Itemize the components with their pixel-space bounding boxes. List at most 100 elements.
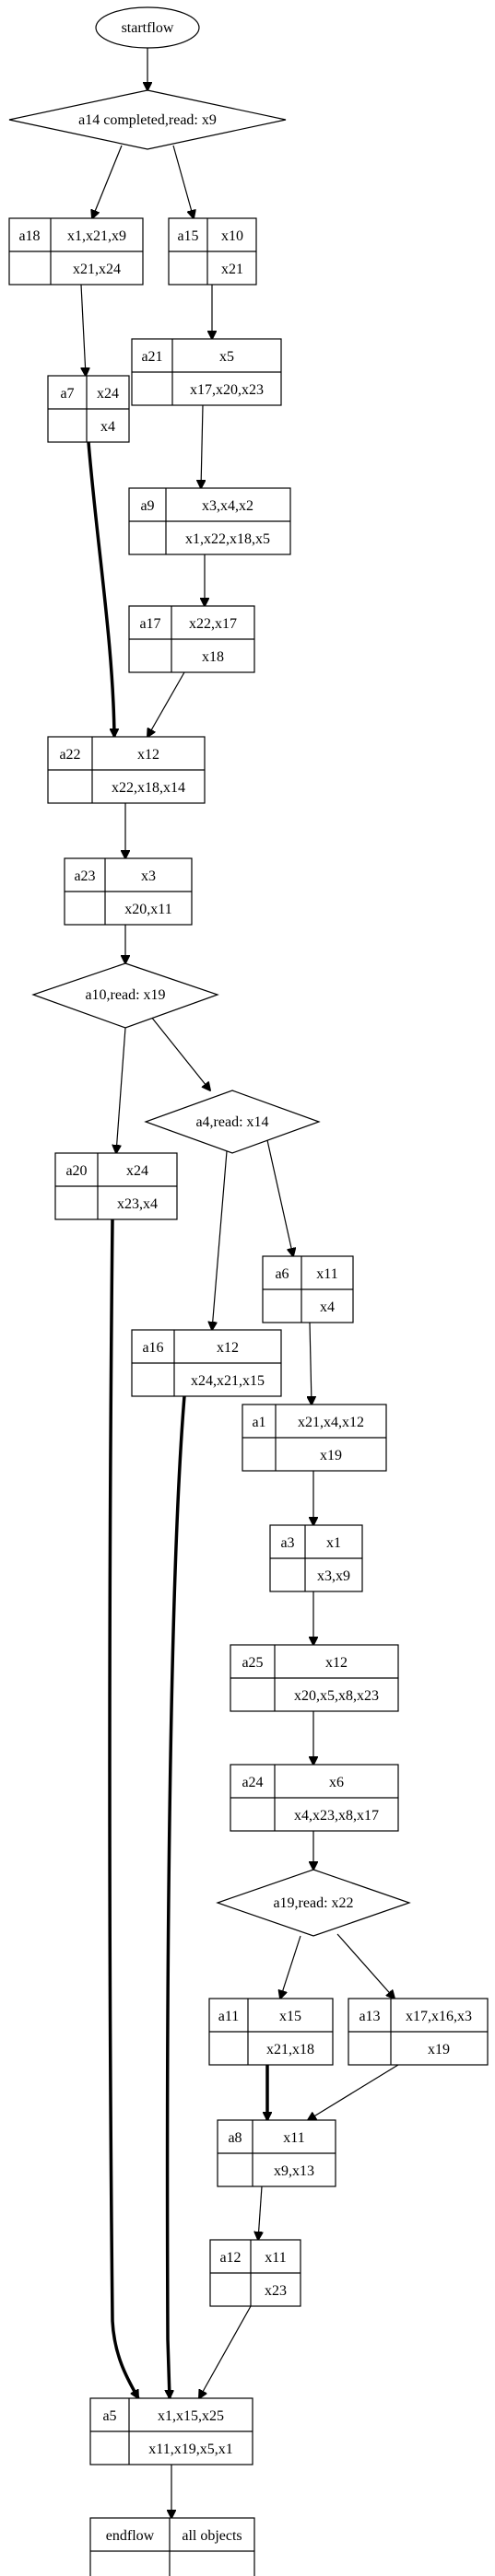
edge-a12-a5	[199, 2305, 252, 2398]
node-a17-name: a17	[139, 616, 160, 632]
decision-a14-label: a14 completed,read: x9	[78, 112, 217, 128]
edge-d4-a6	[266, 1139, 293, 1256]
node-a16: a16 x12 x24,x21,x15	[131, 1329, 282, 1397]
node-a11: a11 x15 x21,x18	[208, 1998, 334, 2066]
node-a5: a5 x1,x15,x25 x11,x19,x5,x1	[89, 2397, 253, 2465]
decision-a19-label: a19,read: x22	[273, 1895, 353, 1911]
node-a12-bottom: x23	[265, 2283, 287, 2299]
node-a13-top: x17,x16,x3	[406, 2009, 472, 2024]
node-a25-top: x12	[325, 1655, 348, 1671]
node-a22-top: x12	[137, 747, 159, 763]
node-a6-name: a6	[275, 1266, 289, 1282]
decision-a4-label: a4,read: x14	[195, 1114, 268, 1130]
decision-a10-label: a10,read: x19	[85, 987, 165, 1003]
node-a8-bottom: x9,x13	[274, 2163, 314, 2179]
edge-d10-a20	[116, 1027, 126, 1153]
edge-a7-a22	[87, 441, 114, 737]
node-a17-bottom: x18	[202, 649, 224, 665]
edge-a13-a8	[308, 2064, 399, 2120]
node-a1-top: x21,x4,x12	[298, 1415, 364, 1430]
node-a12-name: a12	[219, 2250, 241, 2266]
node-a3-name: a3	[280, 1535, 294, 1551]
node-a24-bottom: x4,x23,x8,x17	[294, 1808, 379, 1824]
node-a25-name: a25	[242, 1655, 263, 1671]
edge-d14-a15	[172, 145, 194, 218]
edge-d10-d4	[150, 1016, 210, 1090]
node-a9-top: x3,x4,x2	[202, 498, 253, 514]
edge-a18-a7	[80, 284, 86, 376]
node-a9-name: a9	[140, 498, 154, 514]
node-a5-bottom: x11,x19,x5,x1	[148, 2442, 232, 2457]
node-a24: a24 x6 x4,x23,x8,x17	[230, 1764, 399, 1832]
node-a1-bottom: x19	[320, 1448, 342, 1463]
node-a12-top: x11	[265, 2250, 286, 2266]
node-a15-top: x10	[221, 228, 243, 244]
edge-d19-a13	[336, 1933, 395, 1999]
node-a22-bottom: x22,x18,x14	[112, 780, 185, 796]
node-a1: a1 x21,x4,x12 x19	[242, 1404, 387, 1472]
decision-a10: a10,read: x19	[31, 962, 219, 1029]
node-a6: a6 x11 x4	[262, 1255, 354, 1323]
node-a3: a3 x1 x3,x9	[269, 1524, 363, 1592]
node-a21-bottom: x17,x20,x23	[190, 382, 264, 398]
node-a21-top: x5	[219, 349, 234, 365]
node-a25-bottom: x20,x5,x8,x23	[294, 1688, 379, 1704]
node-a11-top: x15	[279, 2009, 301, 2024]
node-a6-top: x11	[316, 1266, 337, 1282]
node-a23: a23 x3 x20,x11	[64, 857, 193, 926]
node-a23-name: a23	[74, 868, 95, 884]
node-a3-top: x1	[326, 1535, 341, 1551]
node-a9-bottom: x1,x22,x18,x5	[185, 531, 270, 547]
edge-d19-a11	[280, 1935, 301, 1999]
decision-a19: a19,read: x22	[216, 1869, 411, 1937]
edge-a6-a1	[310, 1322, 312, 1405]
edge-d4-a16	[212, 1150, 228, 1330]
edges	[80, 48, 399, 2518]
node-a7-name: a7	[60, 386, 74, 402]
node-a11-name: a11	[218, 2009, 240, 2024]
node-a22: a22 x12 x22,x18,x14	[47, 736, 206, 804]
node-a8: a8 x11 x9,x13	[217, 2119, 336, 2187]
edge-a16-a5	[168, 1395, 186, 2398]
edge-a8-a12	[258, 2186, 262, 2240]
node-a20-top: x24	[126, 1163, 148, 1179]
node-a5-name: a5	[102, 2408, 116, 2424]
node-a13-name: a13	[359, 2009, 380, 2024]
node-a17: a17 x22,x17 x18	[128, 605, 255, 673]
node-a16-name: a16	[142, 1340, 163, 1356]
node-a16-bottom: x24,x21,x15	[191, 1373, 265, 1389]
node-a22-name: a22	[59, 747, 80, 763]
node-a21-name: a21	[141, 349, 162, 365]
edge-d14-a18	[92, 145, 123, 218]
node-a9: a9 x3,x4,x2 x1,x22,x18,x5	[128, 487, 291, 555]
decision-a4: a4,read: x14	[144, 1090, 321, 1154]
end-node: endflow all objects	[89, 2517, 255, 2576]
node-a1-name: a1	[252, 1415, 265, 1430]
node-a8-top: x11	[283, 2130, 304, 2146]
node-a15-bottom: x21	[221, 262, 243, 277]
edge-a17-a22	[147, 671, 185, 737]
edge-a20-a5	[108, 1218, 140, 2398]
decision-a14: a14 completed,read: x9	[8, 89, 287, 150]
node-a11-bottom: x21,x18	[266, 2042, 314, 2057]
node-a16-top: x12	[217, 1340, 239, 1356]
node-a18-name: a18	[18, 228, 40, 244]
node-a20-name: a20	[65, 1163, 87, 1179]
node-a23-top: x3	[141, 868, 156, 884]
node-a15: a15 x10 x21	[168, 217, 257, 286]
node-a5-top: x1,x15,x25	[158, 2408, 224, 2424]
node-a12: a12 x11 x23	[209, 2239, 301, 2307]
start-label: startflow	[122, 20, 174, 36]
node-a15-name: a15	[177, 228, 198, 244]
node-a25: a25 x12 x20,x5,x8,x23	[230, 1644, 399, 1712]
node-a23-bottom: x20,x11	[124, 902, 171, 917]
node-a3-bottom: x3,x9	[317, 1568, 350, 1584]
node-a13: a13 x17,x16,x3 x19	[348, 1998, 489, 2066]
start-node: startflow	[95, 6, 200, 49]
node-a24-top: x6	[329, 1775, 344, 1790]
node-a21: a21 x5 x17,x20,x23	[131, 338, 282, 406]
node-a7-bottom: x4	[100, 419, 115, 435]
node-a20-bottom: x23,x4	[117, 1196, 158, 1212]
node-a13-bottom: x19	[428, 2042, 450, 2057]
